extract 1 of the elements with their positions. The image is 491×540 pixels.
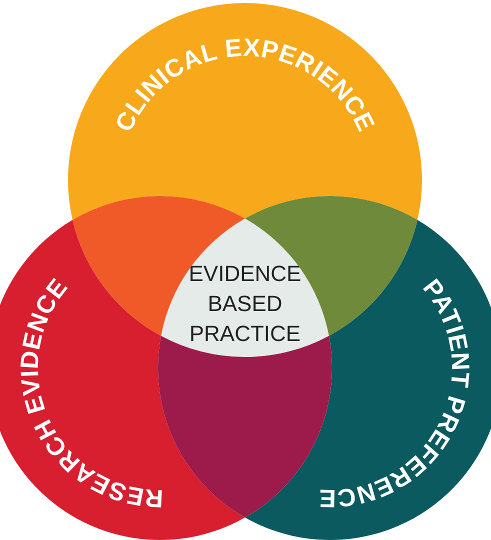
center-label: EVIDENCE BASED PRACTICE: [188, 260, 302, 348]
